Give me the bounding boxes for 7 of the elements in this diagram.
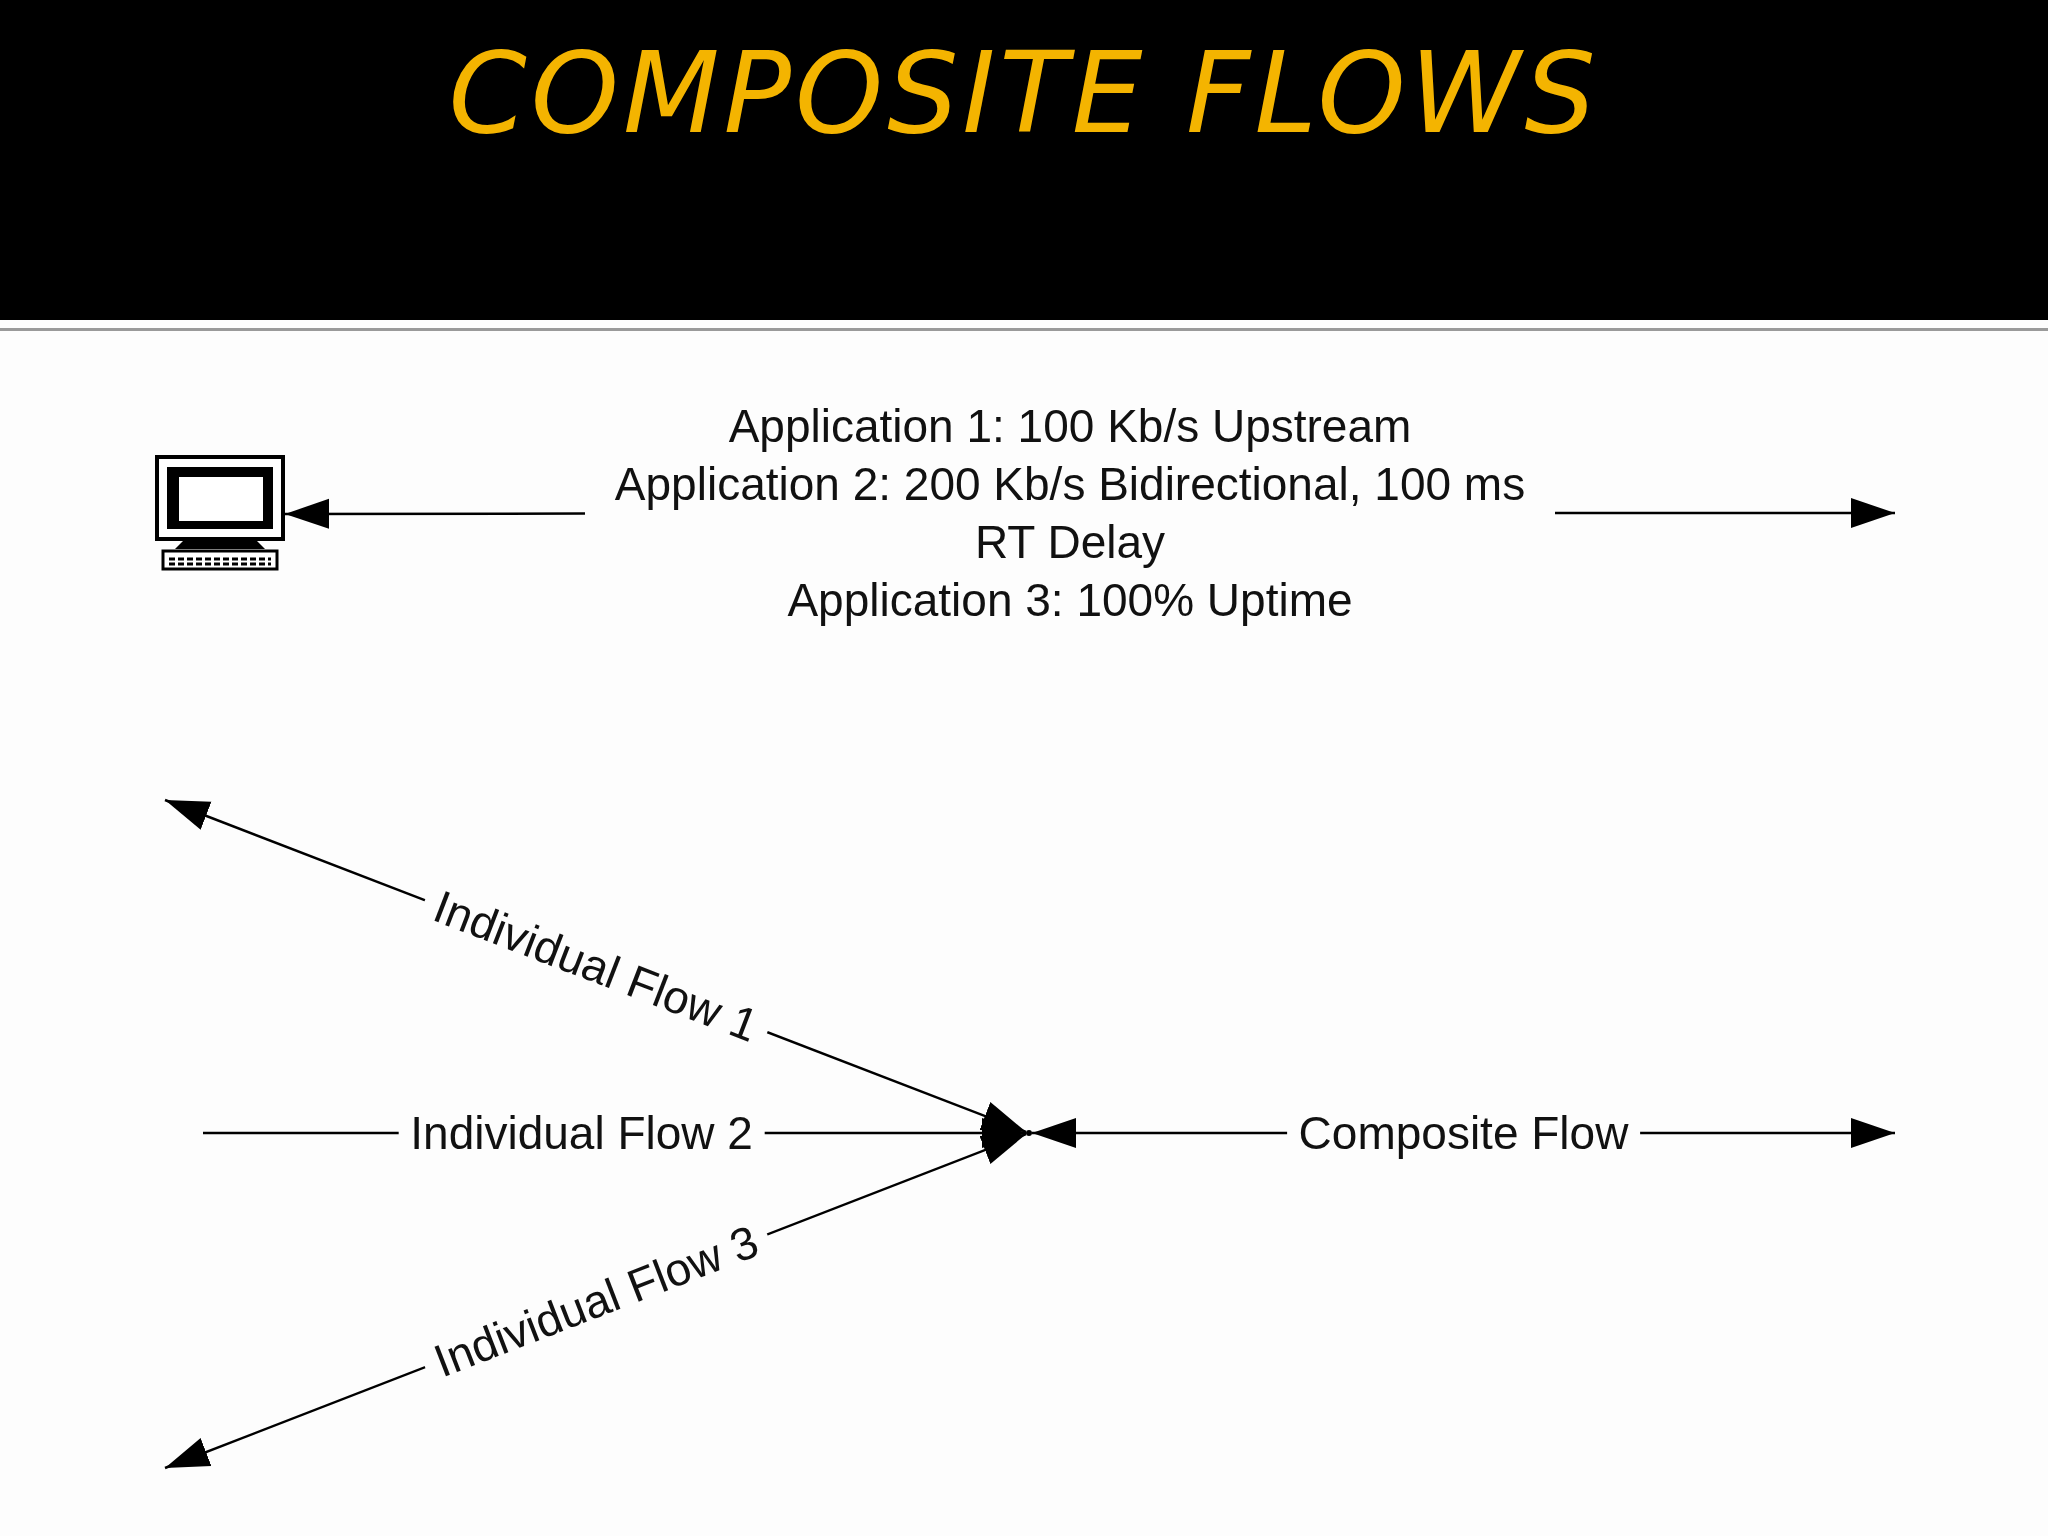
requirement-text: Application 2: 200 Kb/s Bidirectional, 100 ms RT Delay (613, 457, 1527, 570)
requirement-text: Application 1: 100 Kb/s Upstream (728, 399, 1412, 454)
junction-point (1026, 1130, 1032, 1136)
requirement-text: Application 3: 100% Uptime (787, 573, 1353, 628)
arrow (285, 498, 585, 529)
arrow (1555, 498, 1895, 528)
title-text: COMPOSITE FLOWS (447, 28, 1601, 158)
